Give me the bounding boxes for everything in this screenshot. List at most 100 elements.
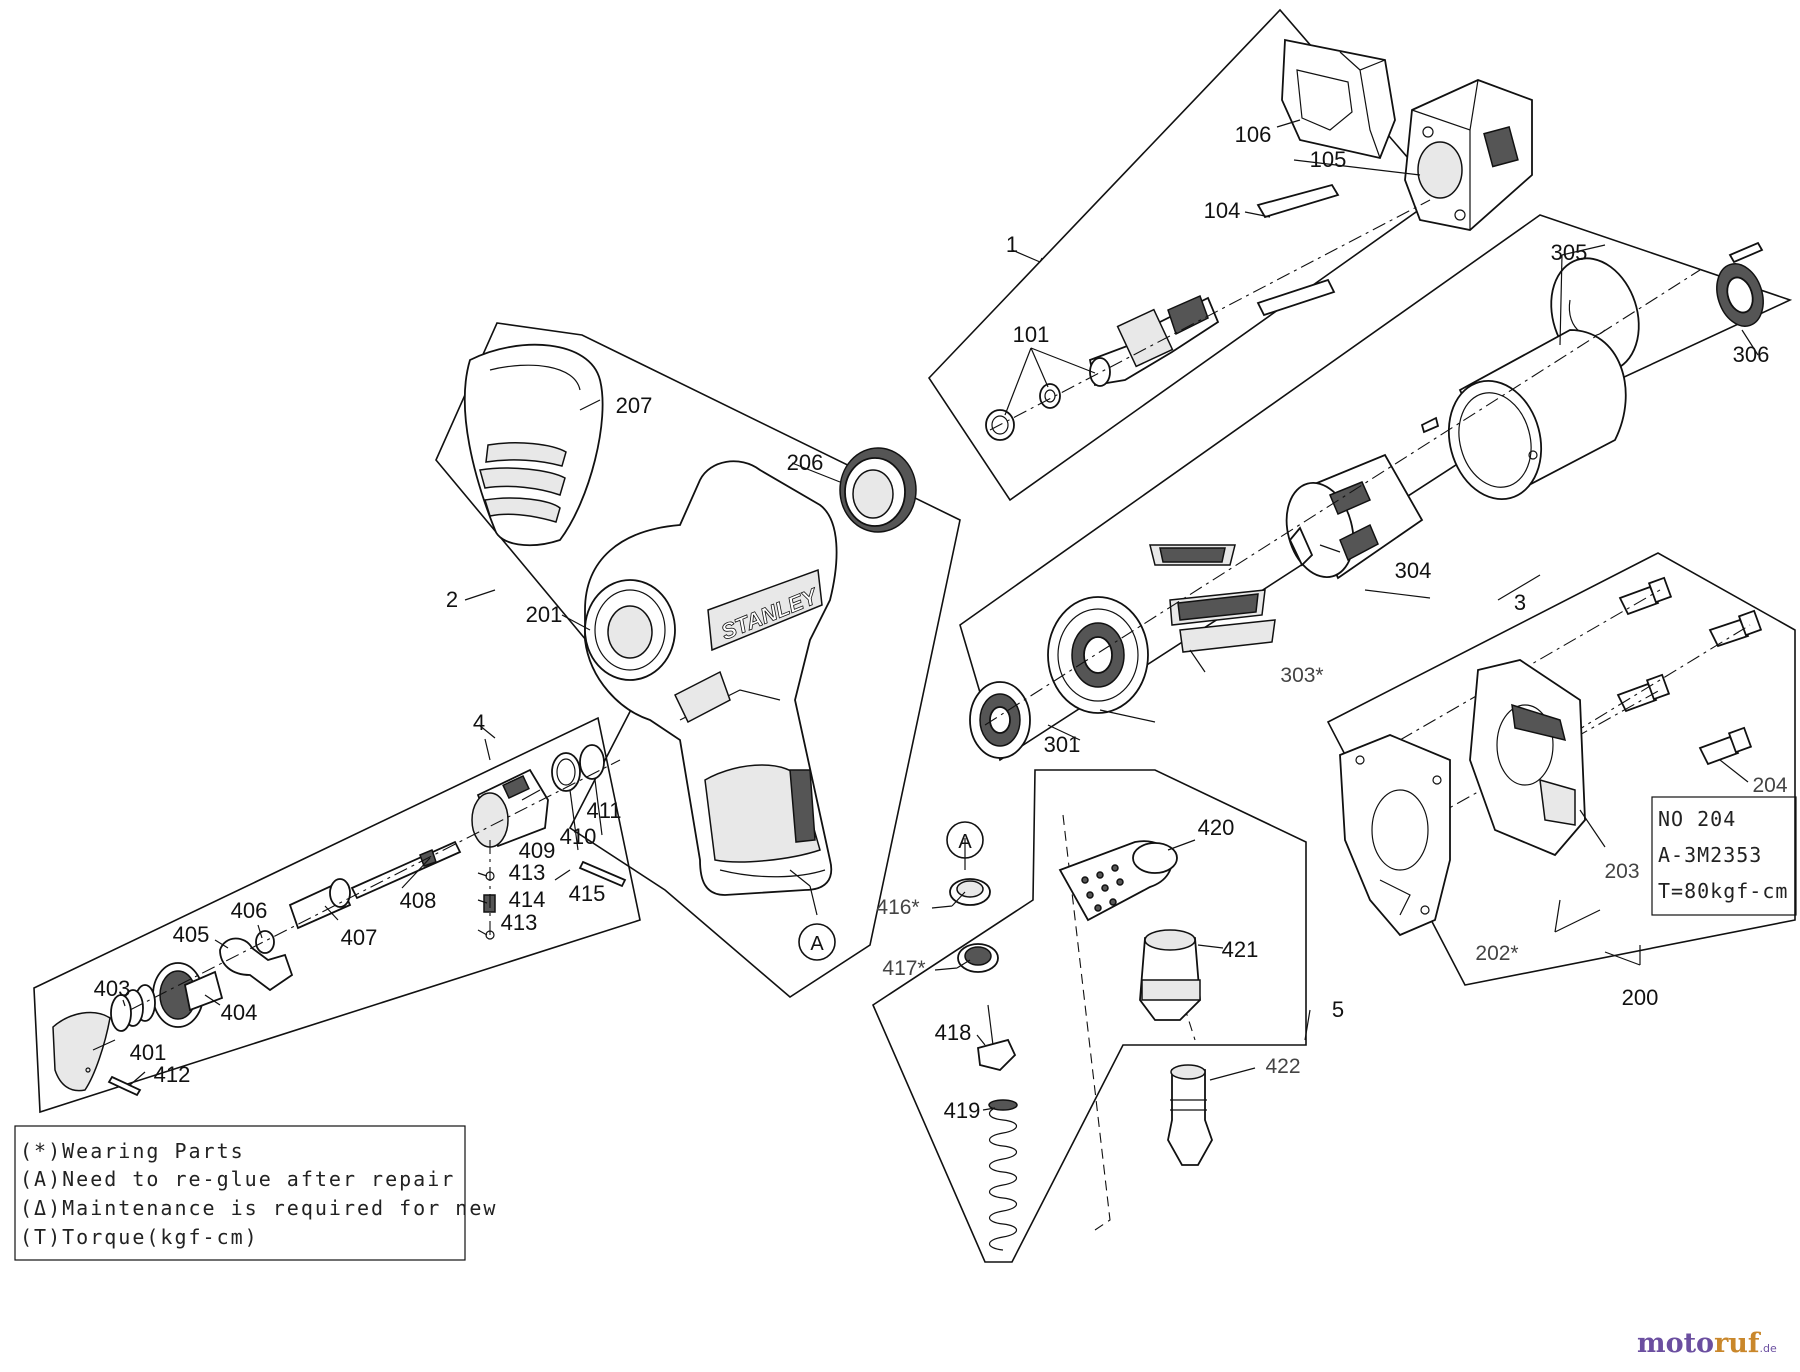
group-label-2: 2 bbox=[446, 587, 458, 612]
watermark-part-1: moto bbox=[1637, 1328, 1714, 1359]
watermark-suffix: .de bbox=[1760, 1342, 1777, 1355]
part-label-304: 304 bbox=[1395, 558, 1432, 583]
legend-line-3: (Δ)Maintenance is required for new bbox=[20, 1196, 497, 1220]
callout-leaders bbox=[92, 119, 1759, 1111]
part-label-203: 203 bbox=[1604, 860, 1639, 883]
part-label-101: 101 bbox=[1013, 322, 1050, 347]
part-417-drawing bbox=[957, 943, 999, 973]
part-label-413-lower: 413 bbox=[501, 910, 538, 935]
part-101-drawing bbox=[985, 294, 1220, 441]
part-label-413-upper: 413 bbox=[509, 860, 546, 885]
part-label-104: 104 bbox=[1204, 198, 1241, 223]
part-401-drawing bbox=[52, 1011, 111, 1092]
part-label-202: 202* bbox=[1475, 942, 1518, 965]
part-label-301: 301 bbox=[1044, 732, 1081, 757]
part-418-drawing bbox=[977, 1004, 1017, 1071]
part-403-drawing bbox=[110, 984, 156, 1032]
part-420-drawing bbox=[1058, 840, 1178, 922]
part-203-drawing bbox=[1469, 659, 1586, 857]
torque-spec-box: NO 204 A-3M2353 T=80kgf-cm bbox=[1651, 796, 1797, 916]
part-label-417: 417* bbox=[882, 957, 925, 980]
part-label-418: 418 bbox=[935, 1020, 972, 1045]
part-409-drawing bbox=[471, 768, 549, 848]
legend-box: (*)Wearing Parts (A)Need to re-glue afte… bbox=[14, 1125, 497, 1261]
part-406-drawing bbox=[255, 930, 275, 954]
part-label-303: 303* bbox=[1280, 664, 1323, 687]
part-301-drawing bbox=[969, 596, 1149, 759]
marker-a-valve-text: A bbox=[958, 831, 972, 853]
part-303-drawing bbox=[1149, 544, 1276, 653]
part-105-drawing bbox=[1404, 79, 1533, 231]
part-404-drawing bbox=[152, 962, 224, 1028]
group-200-outline bbox=[1326, 552, 1796, 986]
part-411-410-drawing bbox=[551, 744, 605, 792]
part-label-401: 401 bbox=[130, 1040, 167, 1065]
part-label-106: 106 bbox=[1235, 122, 1272, 147]
part-label-410: 410 bbox=[560, 824, 597, 849]
axis-5a bbox=[1062, 814, 1111, 1231]
group-label-3: 3 bbox=[1514, 590, 1526, 615]
marker-a-tool: A bbox=[798, 923, 836, 961]
part-label-421: 421 bbox=[1222, 937, 1259, 962]
part-206-drawing bbox=[839, 447, 917, 533]
legend-line-4: (T)Torque(kgf-cm) bbox=[20, 1225, 259, 1249]
part-label-407: 407 bbox=[341, 925, 378, 950]
part-204-drawing bbox=[1616, 576, 1763, 766]
axis-3 bbox=[984, 269, 1701, 726]
axis-4 bbox=[129, 759, 621, 1011]
axis-200a bbox=[1399, 589, 1661, 741]
part-label-408: 408 bbox=[400, 888, 437, 913]
part-202-drawing bbox=[1339, 734, 1451, 937]
part-306-drawing bbox=[1550, 241, 1764, 373]
part-label-409: 409 bbox=[519, 838, 556, 863]
part-label-206: 206 bbox=[787, 450, 824, 475]
part-416-drawing bbox=[949, 878, 991, 906]
part-422-drawing bbox=[1167, 1064, 1213, 1166]
part-106-drawing bbox=[1281, 38, 1396, 160]
part-label-416: 416* bbox=[876, 896, 919, 919]
axis-1 bbox=[989, 199, 1431, 431]
part-label-406: 406 bbox=[231, 898, 268, 923]
part-label-403: 403 bbox=[94, 976, 131, 1001]
part-419-drawing bbox=[988, 1099, 1018, 1251]
group-5-outline bbox=[871, 769, 1307, 1263]
axis-200b bbox=[1479, 624, 1751, 791]
part-label-420: 420 bbox=[1198, 815, 1235, 840]
part-207-drawing bbox=[463, 343, 604, 547]
torque-line-3: T=80kgf-cm bbox=[1658, 879, 1788, 903]
part-label-419: 419 bbox=[944, 1098, 981, 1123]
legend-line-1: (*)Wearing Parts bbox=[20, 1139, 245, 1163]
group-label-200: 200 bbox=[1622, 985, 1659, 1010]
part-label-207: 207 bbox=[616, 393, 653, 418]
part-label-306: 306 bbox=[1733, 342, 1770, 367]
torque-line-2: A-3M2353 bbox=[1658, 843, 1762, 867]
marker-a-tool-text: A bbox=[810, 933, 824, 955]
part-label-204: 204 bbox=[1752, 774, 1787, 797]
part-label-105: 105 bbox=[1310, 147, 1347, 172]
legend-line-2: (A)Need to re-glue after repair bbox=[20, 1167, 455, 1191]
part-label-201: 201 bbox=[526, 602, 563, 627]
group-label-5: 5 bbox=[1332, 997, 1344, 1022]
part-104-drawing bbox=[1256, 183, 1340, 317]
part-label-411: 411 bbox=[586, 798, 621, 823]
part-407-drawing bbox=[288, 878, 352, 930]
torque-line-1: NO 204 bbox=[1658, 807, 1736, 831]
part-label-422: 422 bbox=[1265, 1055, 1300, 1078]
part-415-drawing bbox=[578, 860, 627, 888]
part-421-drawing bbox=[1139, 929, 1201, 1021]
part-label-415: 415 bbox=[569, 881, 606, 906]
watermark-part-2: ruf bbox=[1714, 1328, 1762, 1359]
group-label-1: 1 bbox=[1006, 232, 1018, 257]
marker-a-valve: A bbox=[946, 821, 984, 859]
svg-text:motoruf.de: motoruf.de bbox=[1637, 1328, 1777, 1359]
watermark-logo: motoruf.de bbox=[1637, 1328, 1777, 1359]
tool-body-drawing: STANLEY bbox=[584, 460, 838, 896]
group-label-4: 4 bbox=[473, 710, 485, 735]
part-label-414: 414 bbox=[509, 887, 546, 912]
part-405-drawing bbox=[219, 937, 294, 992]
part-label-405: 405 bbox=[173, 922, 210, 947]
part-label-412: 412 bbox=[154, 1062, 191, 1087]
part-label-404: 404 bbox=[221, 1000, 258, 1025]
part-label-305: 305 bbox=[1551, 240, 1588, 265]
